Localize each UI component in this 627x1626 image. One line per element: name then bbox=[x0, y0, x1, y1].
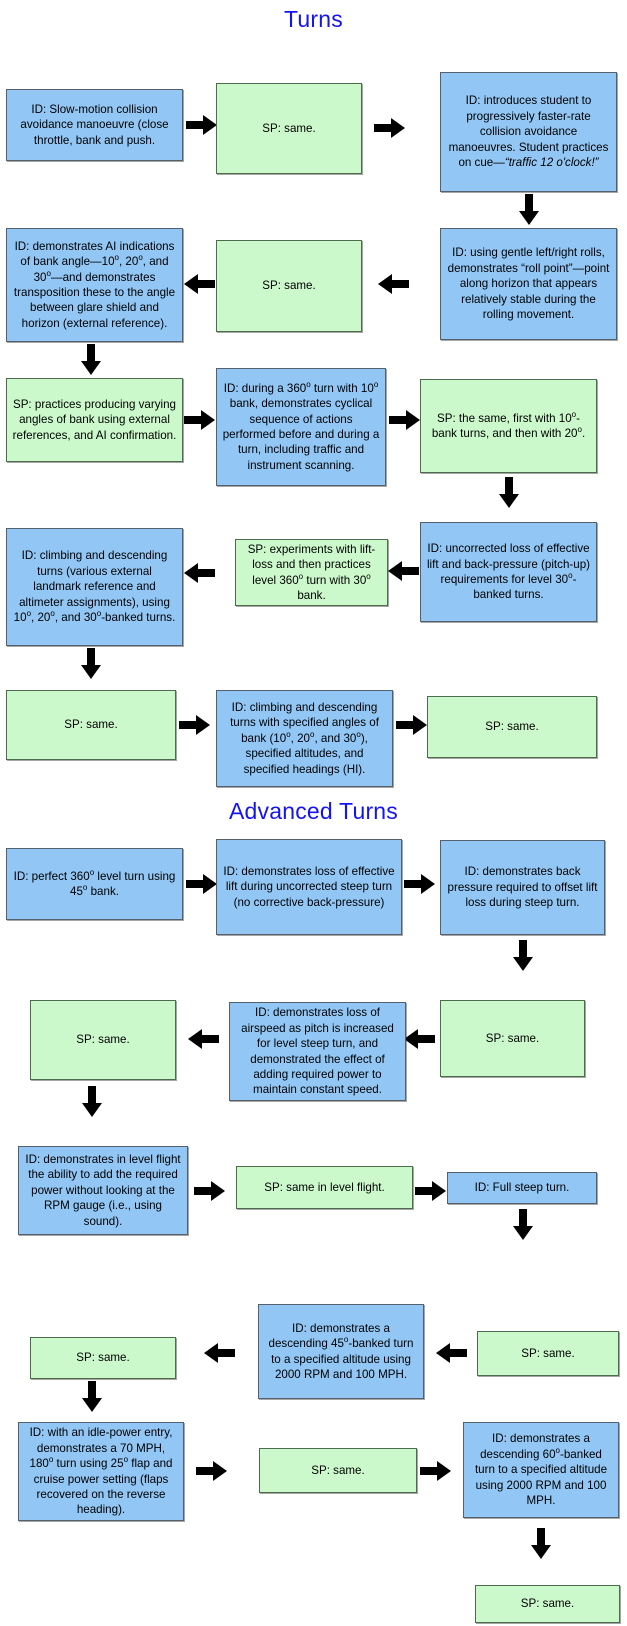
arrow-t9-to-t10 bbox=[498, 477, 520, 509]
node-t8[interactable]: ID: during a 360o turn with 10o bank, de… bbox=[216, 368, 386, 486]
arrow-t4-to-t5 bbox=[378, 273, 410, 295]
arrow-a13-to-a14 bbox=[196, 1407, 228, 1481]
node-t7[interactable]: SP: practices producing varying angles o… bbox=[6, 378, 183, 462]
node-a11[interactable]: ID: demonstrates a descending 45o-banked… bbox=[258, 1304, 424, 1399]
section-title-turns: Turns bbox=[284, 6, 343, 32]
arrow-t10-to-t11 bbox=[388, 560, 420, 582]
node-a6[interactable]: SP: same. bbox=[30, 1000, 176, 1080]
node-t2[interactable]: SP: same. bbox=[216, 83, 362, 174]
arrow-t1-to-t2 bbox=[186, 114, 218, 136]
section-title-advanced-turns: Advanced Turns bbox=[228, 798, 398, 824]
node-a3[interactable]: ID: demonstrates back pressure required … bbox=[440, 840, 605, 935]
arrow-t2-to-t3 bbox=[374, 117, 406, 139]
node-a14-text: SP: same. bbox=[311, 1463, 365, 1477]
node-t14-text: ID: climbing and descending turns with s… bbox=[230, 700, 379, 776]
node-a14[interactable]: SP: same. bbox=[259, 1448, 417, 1493]
node-t12-text: ID: climbing and descending turns (vario… bbox=[13, 549, 176, 625]
node-a4-text: SP: same. bbox=[485, 1031, 540, 1045]
arrow-a8-to-a9 bbox=[415, 1180, 447, 1202]
node-a5-text: ID: demonstrates loss of airspeed as pit… bbox=[241, 1006, 394, 1097]
node-t10[interactable]: ID: uncorrected loss of effective lift a… bbox=[420, 522, 597, 622]
arrow-t7-to-t8 bbox=[184, 409, 216, 431]
node-t4[interactable]: ID: using gentle left/right rolls, demon… bbox=[440, 228, 617, 340]
node-a5[interactable]: ID: demonstrates loss of airspeed as pit… bbox=[229, 1002, 406, 1101]
node-a6-text: SP: same. bbox=[76, 1033, 130, 1047]
node-t14[interactable]: ID: climbing and descending turns with s… bbox=[216, 690, 393, 787]
node-a13[interactable]: ID: with an idle-power entry, demonstrat… bbox=[18, 1422, 184, 1521]
node-a11-text: ID: demonstrates a descending 45o-banked… bbox=[268, 1321, 414, 1381]
node-t9[interactable]: SP: the same, first with 10o-bank turns,… bbox=[420, 379, 597, 473]
node-a1-text: ID: perfect 360o level turn using 45o ba… bbox=[13, 867, 176, 898]
node-t5-text: SP: same. bbox=[262, 279, 316, 293]
node-a2[interactable]: ID: demonstrates loss of effective lift … bbox=[216, 839, 402, 935]
node-t12[interactable]: ID: climbing and descending turns (vario… bbox=[6, 528, 183, 646]
node-a8[interactable]: SP: same in level flight. bbox=[236, 1166, 413, 1209]
arrow-a5-to-a6 bbox=[188, 1028, 220, 1050]
node-t11[interactable]: SP: experiments with lift-loss and then … bbox=[235, 539, 388, 606]
node-a12-text: SP: same. bbox=[76, 1351, 130, 1365]
node-t13-text: SP: same. bbox=[64, 718, 118, 732]
node-a1[interactable]: ID: perfect 360o level turn using 45o ba… bbox=[6, 848, 183, 920]
arrow-t5-to-t6 bbox=[184, 273, 216, 295]
node-t3[interactable]: ID: introduces student to progressively … bbox=[440, 72, 617, 192]
node-t8-text: ID: during a 360o turn with 10o bank, de… bbox=[222, 379, 380, 472]
arrow-a11-to-a12 bbox=[204, 1342, 236, 1364]
arrow-t3-to-t4 bbox=[518, 194, 540, 226]
arrow-a15-to-a16 bbox=[530, 1528, 552, 1560]
arrow-a10-to-a11 bbox=[436, 1342, 468, 1364]
arrow-t11-to-t12 bbox=[184, 562, 216, 584]
node-a3-text: ID: demonstrates back pressure required … bbox=[447, 865, 598, 910]
node-t6[interactable]: ID: demonstrates AI indications of bank … bbox=[6, 228, 183, 342]
node-a4[interactable]: SP: same. bbox=[440, 1000, 585, 1077]
node-a16[interactable]: SP: same. bbox=[475, 1585, 620, 1623]
node-t9-text: SP: the same, first with 10o-bank turns,… bbox=[431, 409, 586, 440]
node-t11-text: SP: experiments with lift-loss and then … bbox=[247, 542, 376, 602]
arrow-a6-to-a7 bbox=[81, 1086, 103, 1118]
node-a7[interactable]: ID: demonstrates in level flight the abi… bbox=[18, 1146, 188, 1235]
node-a15[interactable]: ID: demonstrates a descending 60o-banked… bbox=[463, 1422, 619, 1518]
arrow-a3-to-a4 bbox=[512, 940, 534, 972]
arrow-t13-to-t14 bbox=[179, 714, 211, 736]
node-a9[interactable]: ID: Full steep turn. bbox=[447, 1172, 597, 1204]
node-a10[interactable]: SP: same. bbox=[477, 1331, 619, 1376]
node-a9-text: ID: Full steep turn. bbox=[474, 1181, 570, 1195]
arrow-a14-to-a15 bbox=[420, 1460, 452, 1482]
node-a16-text: SP: same. bbox=[520, 1597, 575, 1611]
arrow-t8-to-t9 bbox=[389, 409, 421, 431]
node-a7-text: ID: demonstrates in level flight the abi… bbox=[25, 1152, 181, 1228]
arrow-a4-to-a5 bbox=[404, 1028, 436, 1050]
node-a8-text: SP: same in level flight. bbox=[264, 1180, 385, 1194]
node-t15[interactable]: SP: same. bbox=[427, 696, 597, 758]
arrow-a9-to-a10 bbox=[512, 1209, 534, 1241]
arrow-a1-to-a2 bbox=[186, 873, 218, 895]
node-t1[interactable]: ID: Slow-motion collision avoidance mano… bbox=[6, 89, 183, 161]
arrow-t6-to-t7 bbox=[80, 344, 102, 376]
arrow-a2-to-a3 bbox=[404, 873, 436, 895]
node-t10-text: ID: uncorrected loss of effective lift a… bbox=[426, 542, 591, 602]
node-a12[interactable]: SP: same. bbox=[30, 1337, 176, 1379]
node-t6-text: ID: demonstrates AI indications of bank … bbox=[13, 239, 176, 330]
arrow-a12-to-a13 bbox=[81, 1381, 103, 1413]
node-a2-text: ID: demonstrates loss of effective lift … bbox=[223, 864, 395, 909]
node-a10-text: SP: same. bbox=[521, 1346, 575, 1360]
node-t1-text: ID: Slow-motion collision avoidance mano… bbox=[20, 102, 169, 147]
node-a15-text: ID: demonstrates a descending 60o-banked… bbox=[474, 1432, 608, 1508]
arrow-a7-to-a8 bbox=[194, 1180, 226, 1202]
node-t13[interactable]: SP: same. bbox=[6, 690, 176, 760]
arrow-t12-to-t13 bbox=[80, 648, 102, 680]
node-t7-text: SP: practices producing varying angles o… bbox=[12, 397, 177, 442]
node-t5[interactable]: SP: same. bbox=[216, 240, 362, 332]
node-t3-text: ID: introduces student to progressively … bbox=[448, 94, 609, 170]
node-t4-text: ID: using gentle left/right rolls, demon… bbox=[447, 246, 610, 322]
node-a13-text: ID: with an idle-power entry, demonstrat… bbox=[29, 1426, 173, 1517]
node-t2-text: SP: same. bbox=[262, 121, 316, 135]
arrow-t14-to-t15 bbox=[396, 714, 428, 736]
node-t15-text: SP: same. bbox=[485, 720, 539, 734]
